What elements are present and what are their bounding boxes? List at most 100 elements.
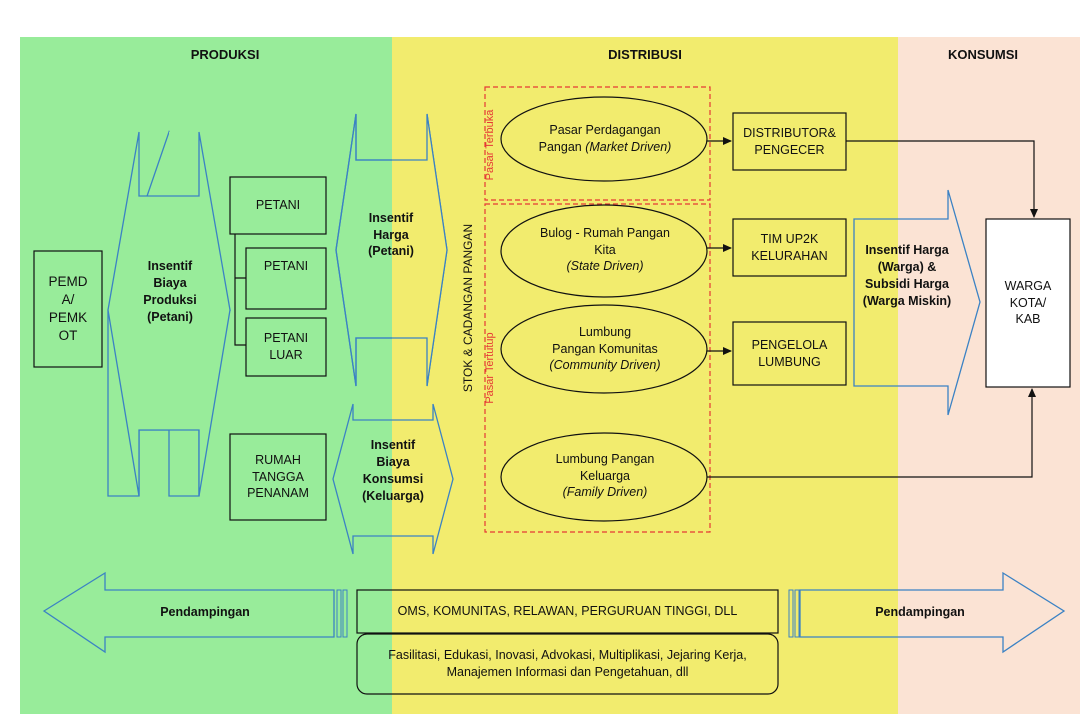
pasar-terbuka-label: Pasar Terbuka	[484, 109, 496, 181]
arrow-keluarga-warga	[707, 388, 1036, 478]
warga-box	[985, 218, 1071, 388]
rumah-tangga-box	[229, 433, 327, 521]
pengelola-line-1: PENGELOLA	[751, 337, 828, 352]
pemda-line-4: OT	[58, 328, 78, 344]
rumah-tangga-label: RUMAH TANGGA PENANAM	[230, 434, 326, 520]
insentif-harga-warga-line-4: (Warga Miskin)	[862, 293, 952, 308]
insentif-harga-warga-line-2: (Warga) &	[877, 260, 937, 275]
insentif-konsumsi-fill-left	[333, 404, 392, 554]
pemda-label: PEMD A/ PEMK OT	[34, 251, 102, 367]
oms-label: OMS, KOMUNITAS, RELAWAN, PERGURUAN TINGG…	[397, 604, 738, 619]
insentif-harga-petani-line-3: (Petani)	[368, 244, 414, 259]
zone-title-produksi: PRODUKSI	[190, 47, 260, 62]
insentif-harga-warga-line-3: Subsidi Harga	[864, 277, 950, 291]
pasar-ellipse-label: Pasar Perdagangan Pangan (Market Driven)	[510, 110, 700, 168]
insentif-konsumsi-label: Insentif Biaya Konsumsi (Keluarga)	[352, 433, 434, 509]
bulog-ellipse-label: Bulog - Rumah Pangan Kita (State Driven)	[510, 218, 700, 282]
komunitas-ellipse	[500, 304, 708, 394]
insentif-harga-petani-outline2	[335, 113, 448, 387]
distributor-label: DISTRIBUTOR& PENGECER	[733, 113, 846, 170]
insentif-harga-warga-arrow	[853, 189, 981, 416]
timup2k-line-2: KELURAHAN	[751, 248, 828, 263]
insentif-konsumsi-line-3: Konsumsi	[362, 472, 424, 486]
pasar-line-2: Pangan (Market Driven)	[539, 139, 672, 156]
pendampingan-right-arrow	[799, 571, 1066, 654]
insentif-konsumsi-line-1: Insentif	[370, 438, 416, 453]
warga-line-2: KOTA/	[1009, 295, 1047, 310]
pendampingan-right-fill-right	[898, 573, 1064, 652]
petani2-label: PETANI	[263, 259, 309, 274]
insentif-produksi-outline	[107, 131, 231, 497]
timup2k-line-1: TIM UP2K	[760, 231, 819, 246]
zone-title-konsumsi: KONSUMSI	[947, 47, 1019, 62]
insentif-produksi-label: Insentif Biaya Produksi (Petani)	[125, 252, 215, 332]
pasar-ellipse	[500, 96, 708, 182]
pemda-line-3: PEMK	[48, 310, 88, 325]
pemda-line-2: A/	[61, 291, 75, 307]
pasar-terbuka-box	[484, 86, 711, 201]
pendampingan-left-stripe2	[342, 589, 348, 638]
insentif-produksi-line-3: Produksi	[143, 293, 197, 307]
petani-label: PETANI	[255, 198, 301, 213]
insentif-produksi-line-2: Biaya	[153, 276, 187, 291]
pendampingan-right-fill-left	[800, 590, 898, 637]
distributor-line-1: DISTRIBUTOR&	[743, 125, 836, 140]
insentif-produksi-line-4: (Petani)	[147, 309, 193, 324]
keluarga-ellipse-label: Lumbung Pangan Keluarga (Family Driven)	[510, 444, 700, 508]
pemda-line-1: PEMD	[48, 273, 88, 289]
insentif-harga-warga-fill-right	[898, 190, 980, 415]
insentif-produksi-line-1: Insentif	[147, 259, 193, 274]
bulog-line-3: (State Driven)	[566, 259, 644, 274]
pasar-tertutup-label: Pasar Tertutup	[484, 332, 496, 404]
insentif-harga-petani-right-fill	[392, 114, 447, 386]
pendampingan-right-stripe1	[788, 589, 794, 638]
pasar-line-2b: (Market Driven)	[585, 140, 672, 154]
arrow-distributor-warga	[846, 140, 1038, 218]
insentif-harga-warga-line-1: Insentif Harga	[865, 243, 949, 258]
pasar-line-2a: Pangan	[538, 140, 586, 154]
pengelola-box	[732, 321, 847, 386]
komunitas-line-3: (Community Driven)	[549, 358, 661, 373]
pasar-tertutup-box	[484, 203, 711, 533]
pendampingan-left-arrow	[42, 571, 335, 654]
keluarga-line-1: Lumbung Pangan	[555, 451, 655, 466]
pemda-box	[33, 250, 103, 368]
pendampingan-right-stripe2	[794, 589, 800, 638]
stok-cadangan-label: STOK & CADANGAN PANGAN	[461, 223, 475, 393]
keluarga-line-2: Keluarga	[579, 468, 631, 483]
warga-line-3: KAB	[1015, 312, 1041, 327]
insentif-harga-warga-fill-left	[854, 219, 898, 386]
pengelola-label: PENGELOLA LUMBUNG	[733, 322, 846, 385]
petani-luar-line-1: PETANI	[263, 331, 309, 346]
insentif-harga-petani-line-2: Harga	[373, 227, 409, 242]
rumah-tangga-line-3: PENANAM	[247, 486, 309, 501]
komunitas-ellipse-label: Lumbung Pangan Komunitas (Community Driv…	[510, 317, 700, 381]
pendampingan-left-label: Pendampingan	[160, 604, 250, 619]
rumah-tangga-line-2: TANGGA	[252, 469, 304, 484]
insentif-konsumsi-arrow	[332, 403, 454, 555]
insentif-harga-warga-label: Insentif Harga (Warga) & Subsidi Harga (…	[852, 236, 962, 316]
insentif-harga-petani-line-1: Insentif	[368, 210, 414, 225]
insentif-konsumsi-line-4: (Keluarga)	[362, 488, 424, 503]
pengelola-line-2: LUMBUNG	[758, 354, 821, 369]
bulog-line-1: Bulog - Rumah Pangan	[540, 225, 670, 240]
zone-title-distribusi: DISTRIBUSI	[608, 47, 682, 62]
timup2k-label: TIM UP2K KELURAHAN	[733, 219, 846, 276]
rumah-tangga-line-1: RUMAH	[255, 452, 301, 467]
fasilitasi-line-2: Manajemen Informasi dan Pengetahuan, dll	[446, 665, 689, 679]
timup2k-box	[732, 218, 847, 277]
petani-luar-line-2: LUAR	[269, 348, 303, 362]
pendampingan-right-label: Pendampingan	[875, 604, 965, 619]
pasar-line-1: Pasar Perdagangan	[549, 123, 661, 138]
insentif-harga-petani-label: Insentif Harga (Petani)	[352, 200, 430, 270]
insentif-konsumsi-fill-right	[392, 404, 453, 554]
fasilitasi-box	[356, 633, 779, 695]
petani-luar-box	[245, 317, 327, 377]
insentif-produksi-hexagon	[169, 132, 199, 196]
petani-box	[229, 176, 327, 235]
komunitas-line-2: Pangan Komunitas	[552, 341, 658, 356]
fasilitasi-label: Fasilitasi, Edukasi, Inovasi, Advokasi, …	[357, 636, 778, 692]
petani-luar-label: PETANI LUAR	[246, 318, 326, 376]
oms-box	[356, 589, 779, 634]
